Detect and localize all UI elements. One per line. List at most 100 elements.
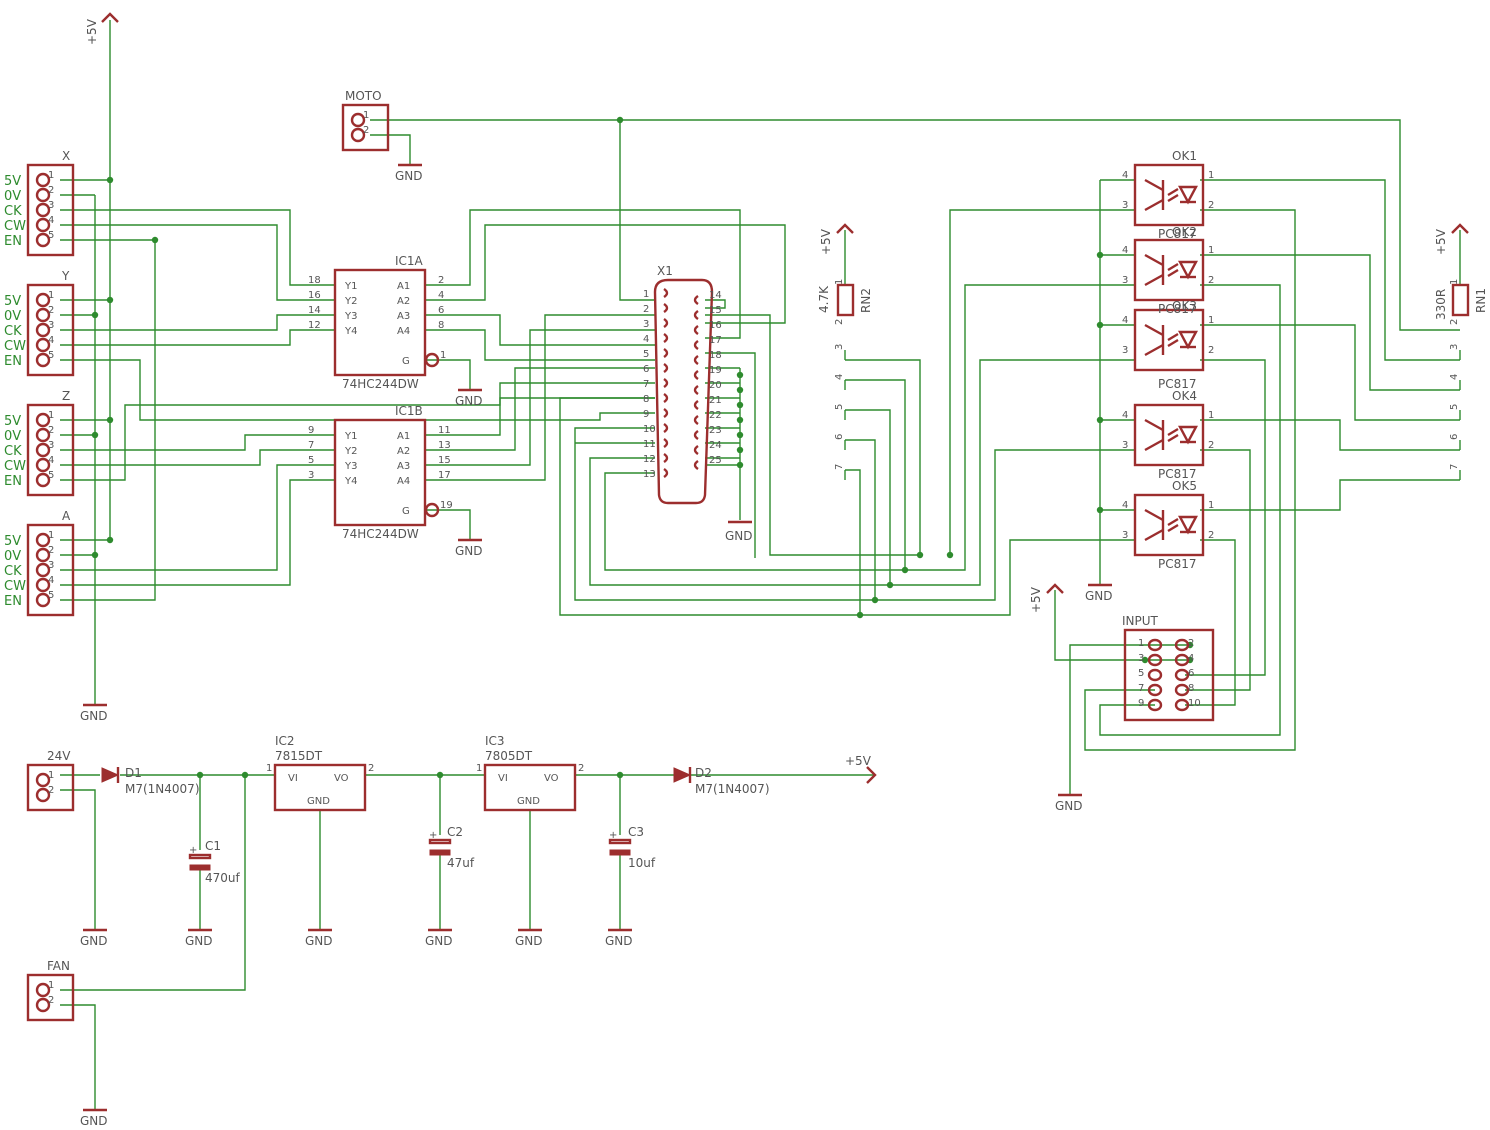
junction-12 [736,416,744,424]
ok5-light-arrows [1167,517,1179,533]
ok2-pin-1: 1 [1208,245,1214,256]
ic1a-y4: Y4 [344,326,357,337]
ic1a-y3: Y3 [344,311,357,322]
z-pin-number-4: 4 [48,455,54,466]
gnd-moto: GND [395,169,423,183]
x1-contact-25 [693,460,699,470]
y-pin-number-2: 2 [48,305,54,316]
ic2-pin2: 2 [368,763,374,774]
ic1b-pin-17: 17 [438,470,451,481]
input-pin-number-6: 6 [1188,668,1194,679]
label-vcc-rn2: +5V [819,228,833,255]
label-x: X [62,149,70,163]
v24-pin-number-2: 2 [48,785,54,796]
label-moto: MOTO [345,89,382,103]
rn2-pin-3: 3 [834,344,845,350]
axis-0-lcw: CW [4,219,26,234]
input-header [1123,628,1215,722]
ic1a-name: IC1A [395,254,424,268]
junction-5 [91,431,99,439]
y-pin-number-3: 3 [48,320,54,331]
ic1a-g-bubble [424,352,440,368]
x1-pin-4: 4 [643,334,649,345]
junction-29 [616,771,624,779]
ok3-led [1178,330,1198,350]
y-pin-4 [35,337,51,353]
junctions [91,116,1194,779]
ok1-pin-1: 1 [1208,170,1214,181]
connector-moto: 12 [341,103,390,152]
ok5-transistor-leads [1144,508,1164,542]
ic1b-a2: A2 [397,446,410,457]
ic1b-pin-13: 13 [438,440,451,451]
rn2-name: RN2 [859,288,873,313]
junction-11 [736,401,744,409]
ok2-name: OK2 [1172,225,1197,239]
ic1b-y4: Y4 [344,476,357,487]
gnd-x1: GND [725,529,753,543]
axis-2-len: EN [4,474,22,489]
ic3-vo: VO [544,773,559,784]
input-pin-number-7: 7 [1138,683,1144,694]
rn1-pin-2: 2 [1449,319,1460,325]
junction-24 [1096,416,1104,424]
ok4-pin-1: 1 [1208,410,1214,421]
x1-contact-19 [693,370,699,380]
axis-0-lck: CK [4,204,22,219]
ic1a-y2: Y2 [344,296,357,307]
ok3-transistor-leads [1144,323,1164,357]
junction-27 [241,771,249,779]
axis-2-l0v: 0V [4,429,21,444]
c3-plus: + [609,830,617,841]
junction-22 [1096,251,1104,259]
rn2-pin-7: 7 [834,464,845,470]
rn1-pin-4: 4 [1449,374,1460,380]
ok4-led [1178,425,1198,445]
junction-6 [91,551,99,559]
ok3-pin-3: 3 [1122,345,1128,356]
ok3-pin-2: 2 [1208,345,1214,356]
x1-contact-11 [663,438,669,448]
z-pin-5 [35,472,51,488]
a-pin-1 [35,532,51,548]
x1-contact-23 [693,430,699,440]
ic1a-pin-12: 12 [308,320,321,331]
ic1a-body [333,268,427,377]
input-pin-number-1: 1 [1138,638,1144,649]
axis-0-l5v: 5V [4,174,21,189]
a-pin-number-5: 5 [48,590,54,601]
z-pin-number-1: 1 [48,410,54,421]
gnd-c1: GND [185,934,213,948]
fan-pin-number-2: 2 [48,995,54,1006]
moto-pin-2 [350,127,366,143]
ic1b-pin-3: 3 [308,470,314,481]
ic2-name: IC2 [275,734,295,748]
x1-pin-1: 1 [643,289,649,300]
ic1a-pin-8: 8 [438,320,444,331]
axis-1-l5v: 5V [4,294,21,309]
z-pin-4 [35,457,51,473]
x1-contact-1 [663,288,669,298]
x1-contact-16 [693,325,699,335]
connector-24v: 12 [26,763,75,812]
a-pin-2 [35,547,51,563]
c2-plus: + [429,830,437,841]
c1-name: C1 [205,839,221,853]
input-pin-number-4: 4 [1188,653,1194,664]
axis-2-lck: CK [4,444,22,459]
ic2-gnd: GND [307,796,330,807]
rn2-pin-1: 1 [834,279,845,285]
d1-name: D1 [125,766,142,780]
x1-pin-24: 24 [709,440,722,451]
ic1a-a4: A4 [397,326,410,337]
junction-10 [736,386,744,394]
junction-30 [1141,656,1149,664]
rn2-pin-4: 4 [834,374,845,380]
c2-name: C2 [447,825,463,839]
